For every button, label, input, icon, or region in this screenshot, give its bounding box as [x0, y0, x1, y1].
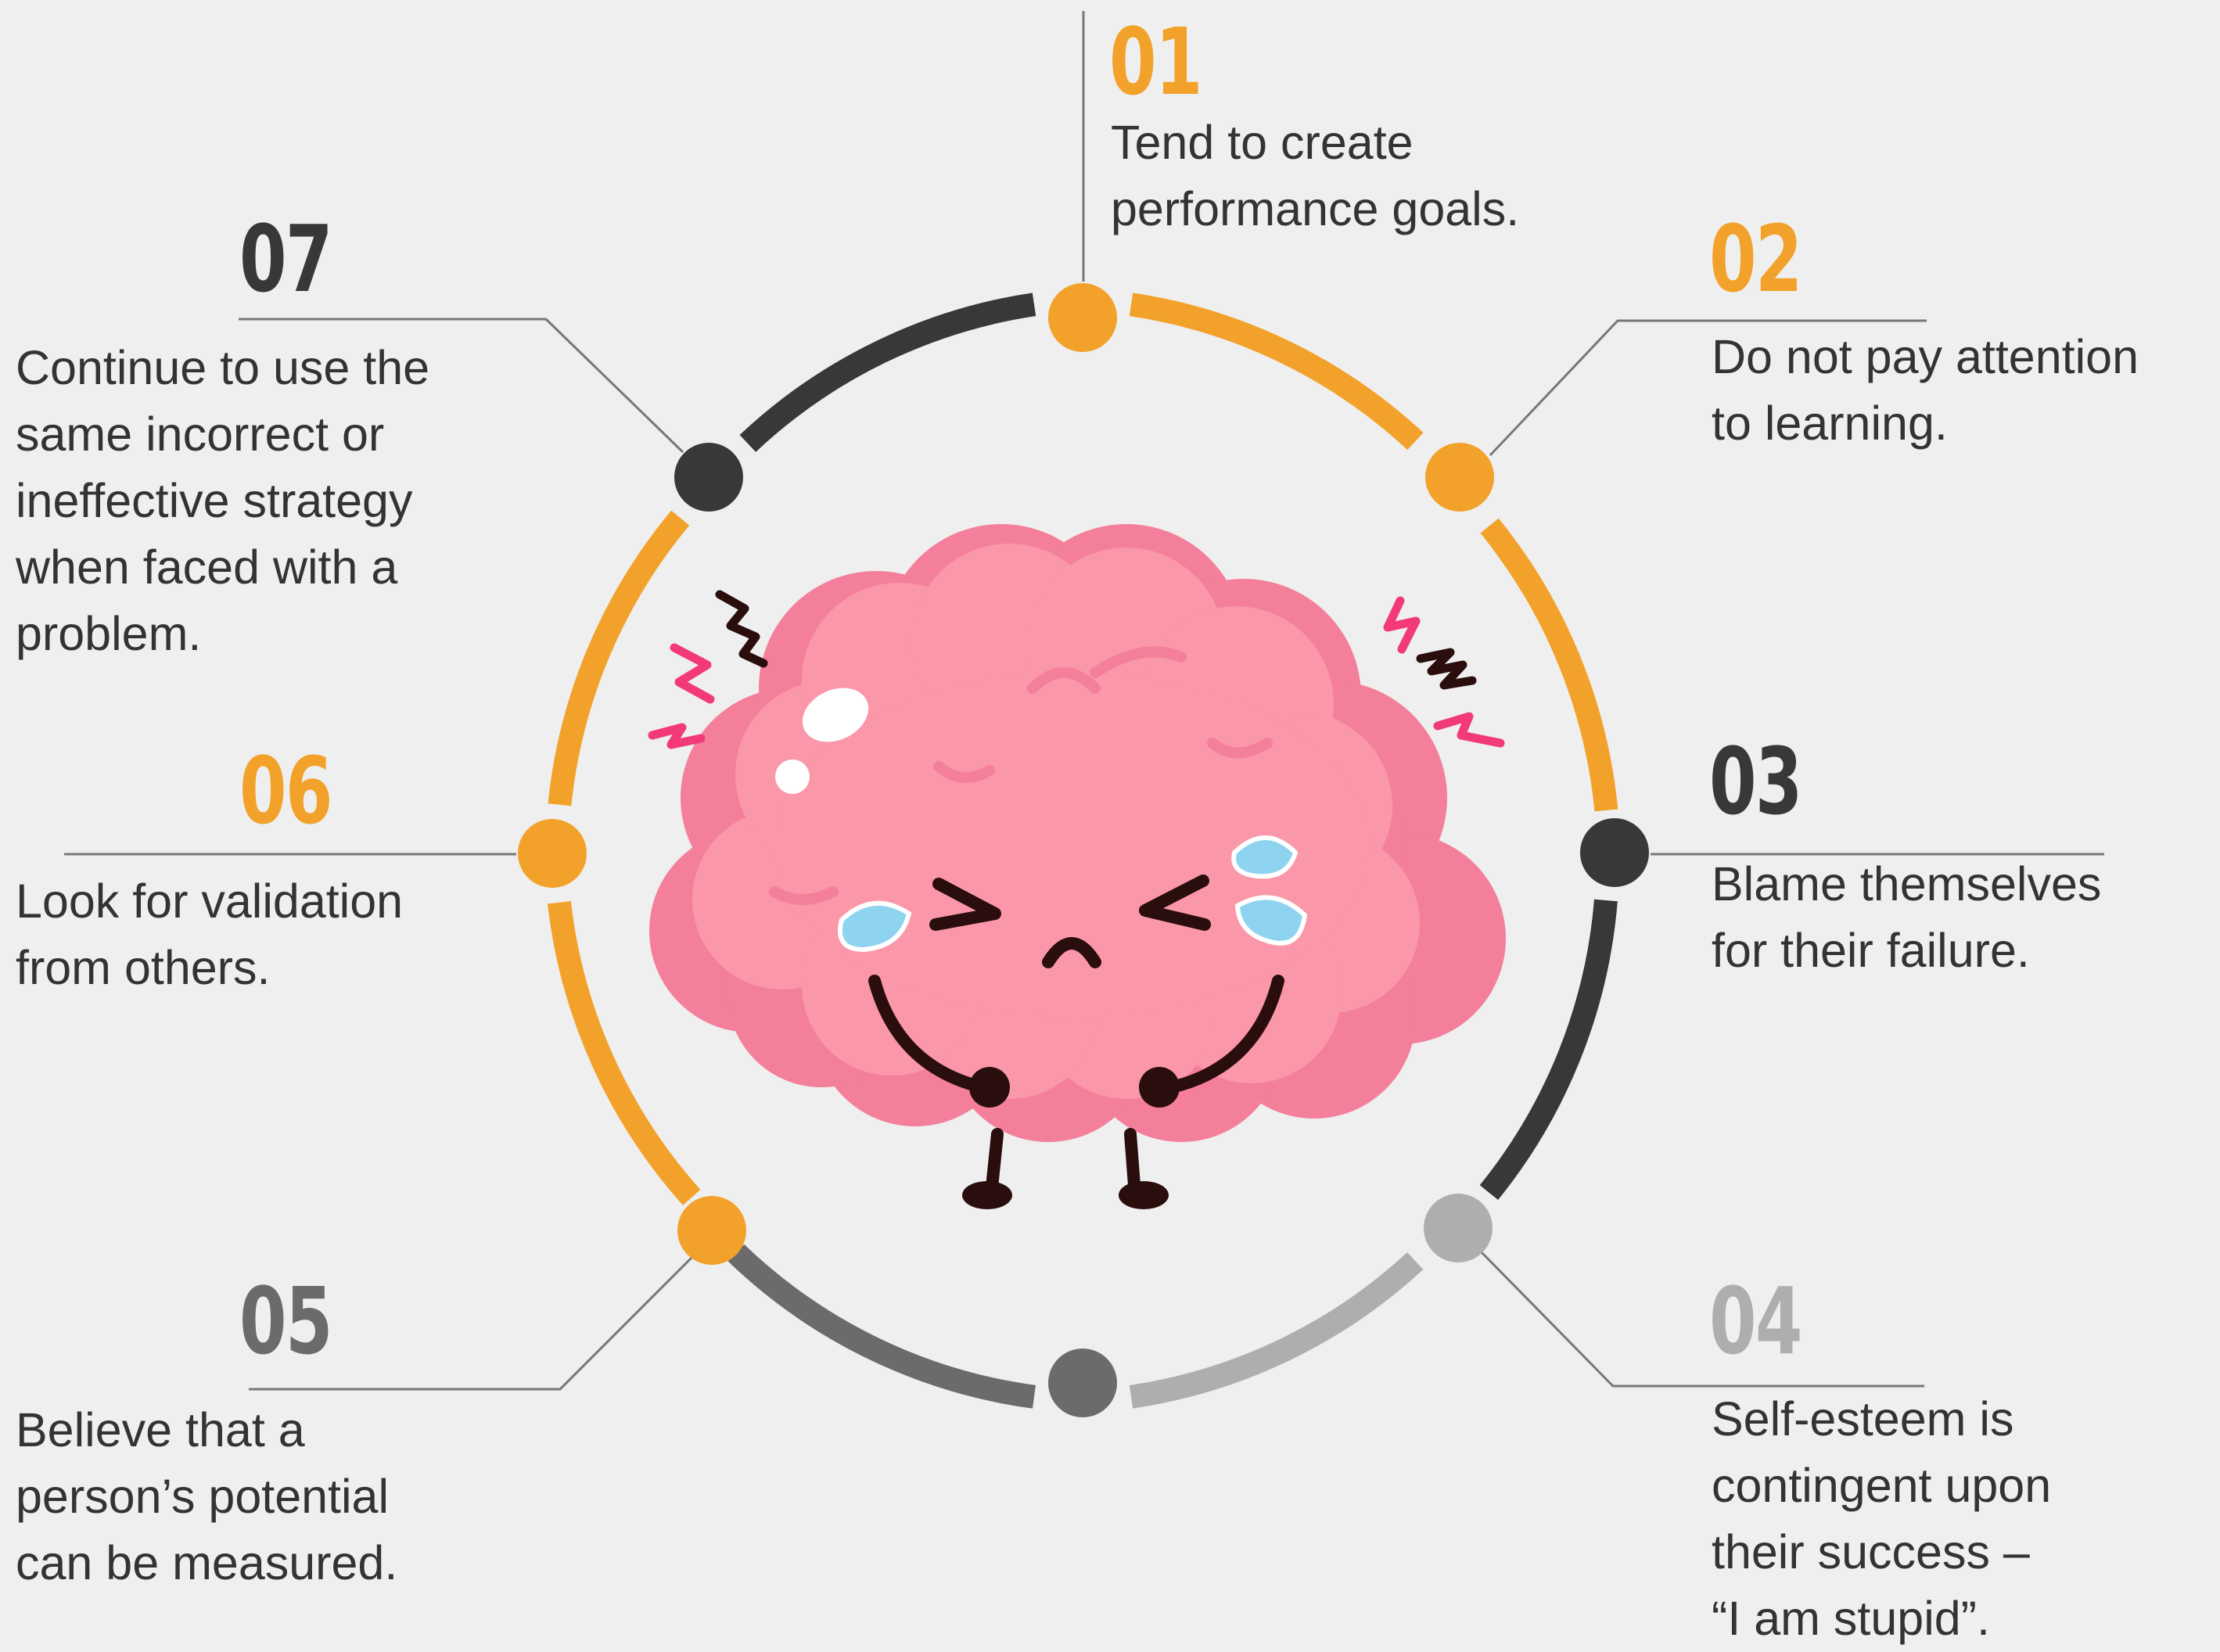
connector-07 [239, 318, 684, 454]
item-04-text: Self-esteem is contingent upon their suc… [1712, 1392, 2052, 1645]
item-06-number: 06 [239, 737, 332, 845]
item-01-number: 01 [1109, 8, 1202, 116]
node-07 [674, 443, 743, 512]
connector-04 [1477, 1248, 1924, 1388]
item-03-text: Blame themselves for their failure. [1712, 857, 2102, 977]
item-04-number: 04 [1709, 1267, 1802, 1375]
connector-02 [1489, 319, 1927, 457]
node-04 [1424, 1194, 1493, 1262]
item-01-text: Tend to create performance goals. [1111, 116, 1520, 235]
item-05-text: Believe that a person’s potential can be… [16, 1403, 398, 1589]
item-02-number: 02 [1709, 205, 1802, 313]
arc-02-03 [1480, 518, 1618, 812]
item-02-text: Do not pay attention to learning. [1712, 330, 2139, 450]
node-03 [1580, 818, 1649, 887]
node-05 [1048, 1349, 1117, 1417]
item-07-text: Continue to use the same incorrect or in… [16, 341, 430, 660]
ring-arcs [547, 293, 1618, 1409]
arc-01-02 [1129, 293, 1424, 451]
arc-06-07b [548, 510, 690, 806]
arc-03-04 [1479, 899, 1618, 1201]
arc-04-05 [1129, 1252, 1424, 1409]
node-08 [677, 1196, 746, 1265]
item-03-number: 03 [1709, 727, 1802, 835]
arc-07-01 [739, 293, 1036, 452]
item-05-number: 05 [239, 1267, 332, 1375]
arc-06-07a [547, 901, 701, 1205]
connector-05 [249, 1253, 696, 1391]
node-06 [518, 819, 587, 888]
item-07-number: 07 [239, 205, 332, 313]
node-02 [1425, 443, 1494, 512]
crying-brain-illustration [648, 524, 1506, 1209]
connector-lines [64, 11, 2104, 1391]
item-06-text: Look for validation from others. [16, 874, 404, 994]
ring-nodes [518, 283, 1649, 1417]
node-01 [1048, 283, 1117, 352]
arc-05-06 [727, 1244, 1036, 1409]
